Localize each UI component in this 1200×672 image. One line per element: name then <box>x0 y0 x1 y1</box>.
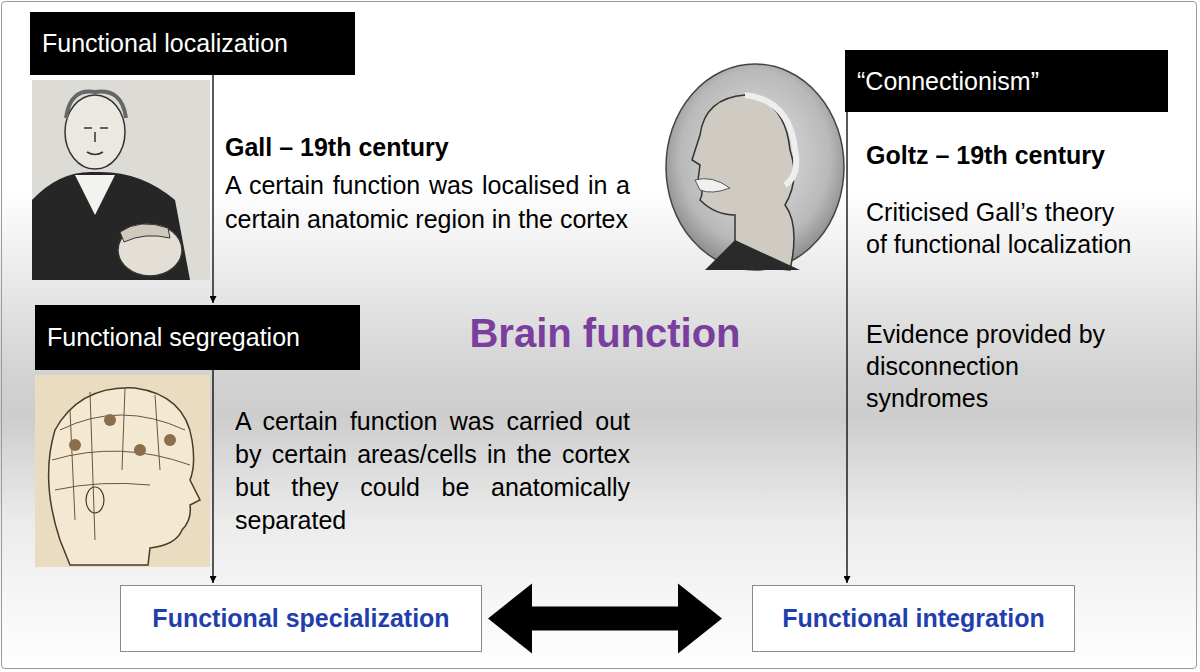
gall-portrait <box>32 80 210 280</box>
skull-under-hand <box>118 224 182 276</box>
portrait-hair <box>66 92 126 118</box>
portrait-hand <box>120 224 170 242</box>
portrait-collar <box>75 175 115 215</box>
goltz-portrait <box>666 64 844 270</box>
goltz-hair <box>745 95 796 185</box>
flow-arrow <box>846 112 847 583</box>
portrait-background <box>32 80 210 280</box>
oval-frame <box>666 64 844 270</box>
box-text: Functional specialization <box>152 604 449 633</box>
region-figure <box>164 434 176 446</box>
box-text: Functional localization <box>42 29 288 58</box>
description-text: A certain function was localised in a ce… <box>225 168 630 236</box>
head-regions <box>52 388 190 540</box>
heading-box: “Connectionism” <box>845 50 1168 112</box>
portrait-face <box>84 128 108 155</box>
region-figure <box>134 444 146 456</box>
heading-box: Functional segregation <box>35 305 360 370</box>
box-text: Functional integration <box>782 604 1045 633</box>
portrait-coat <box>32 172 190 280</box>
author-heading: Gall – 19th century <box>225 133 630 162</box>
author-heading: Goltz – 19th century <box>866 141 1166 170</box>
region-figure <box>69 439 81 451</box>
description-text: Criticised Gall’s theory of functional l… <box>866 196 1134 260</box>
box-text: “Connectionism” <box>857 67 1039 96</box>
phrenology-head <box>35 375 210 567</box>
concept-box: Functional integration <box>752 585 1075 652</box>
flow-arrow <box>212 75 213 303</box>
heading-box: Functional localization <box>30 12 355 75</box>
box-text: Functional segregation <box>47 323 300 352</box>
ear <box>86 487 104 513</box>
goltz-mustache <box>695 179 730 192</box>
description-text: A certain function was carried out by ce… <box>235 405 630 537</box>
goltz-coat <box>705 240 800 270</box>
flow-arrow <box>212 370 213 583</box>
slide-title: Brain function <box>455 311 755 356</box>
double-arrow <box>488 584 722 654</box>
head-outline <box>49 388 200 565</box>
region-figure <box>104 414 116 426</box>
concept-box: Functional specialization <box>120 585 482 652</box>
engraving-background <box>35 375 210 567</box>
description-text: Evidence provided by disconnection syndr… <box>866 318 1134 414</box>
portrait-head <box>65 95 125 169</box>
